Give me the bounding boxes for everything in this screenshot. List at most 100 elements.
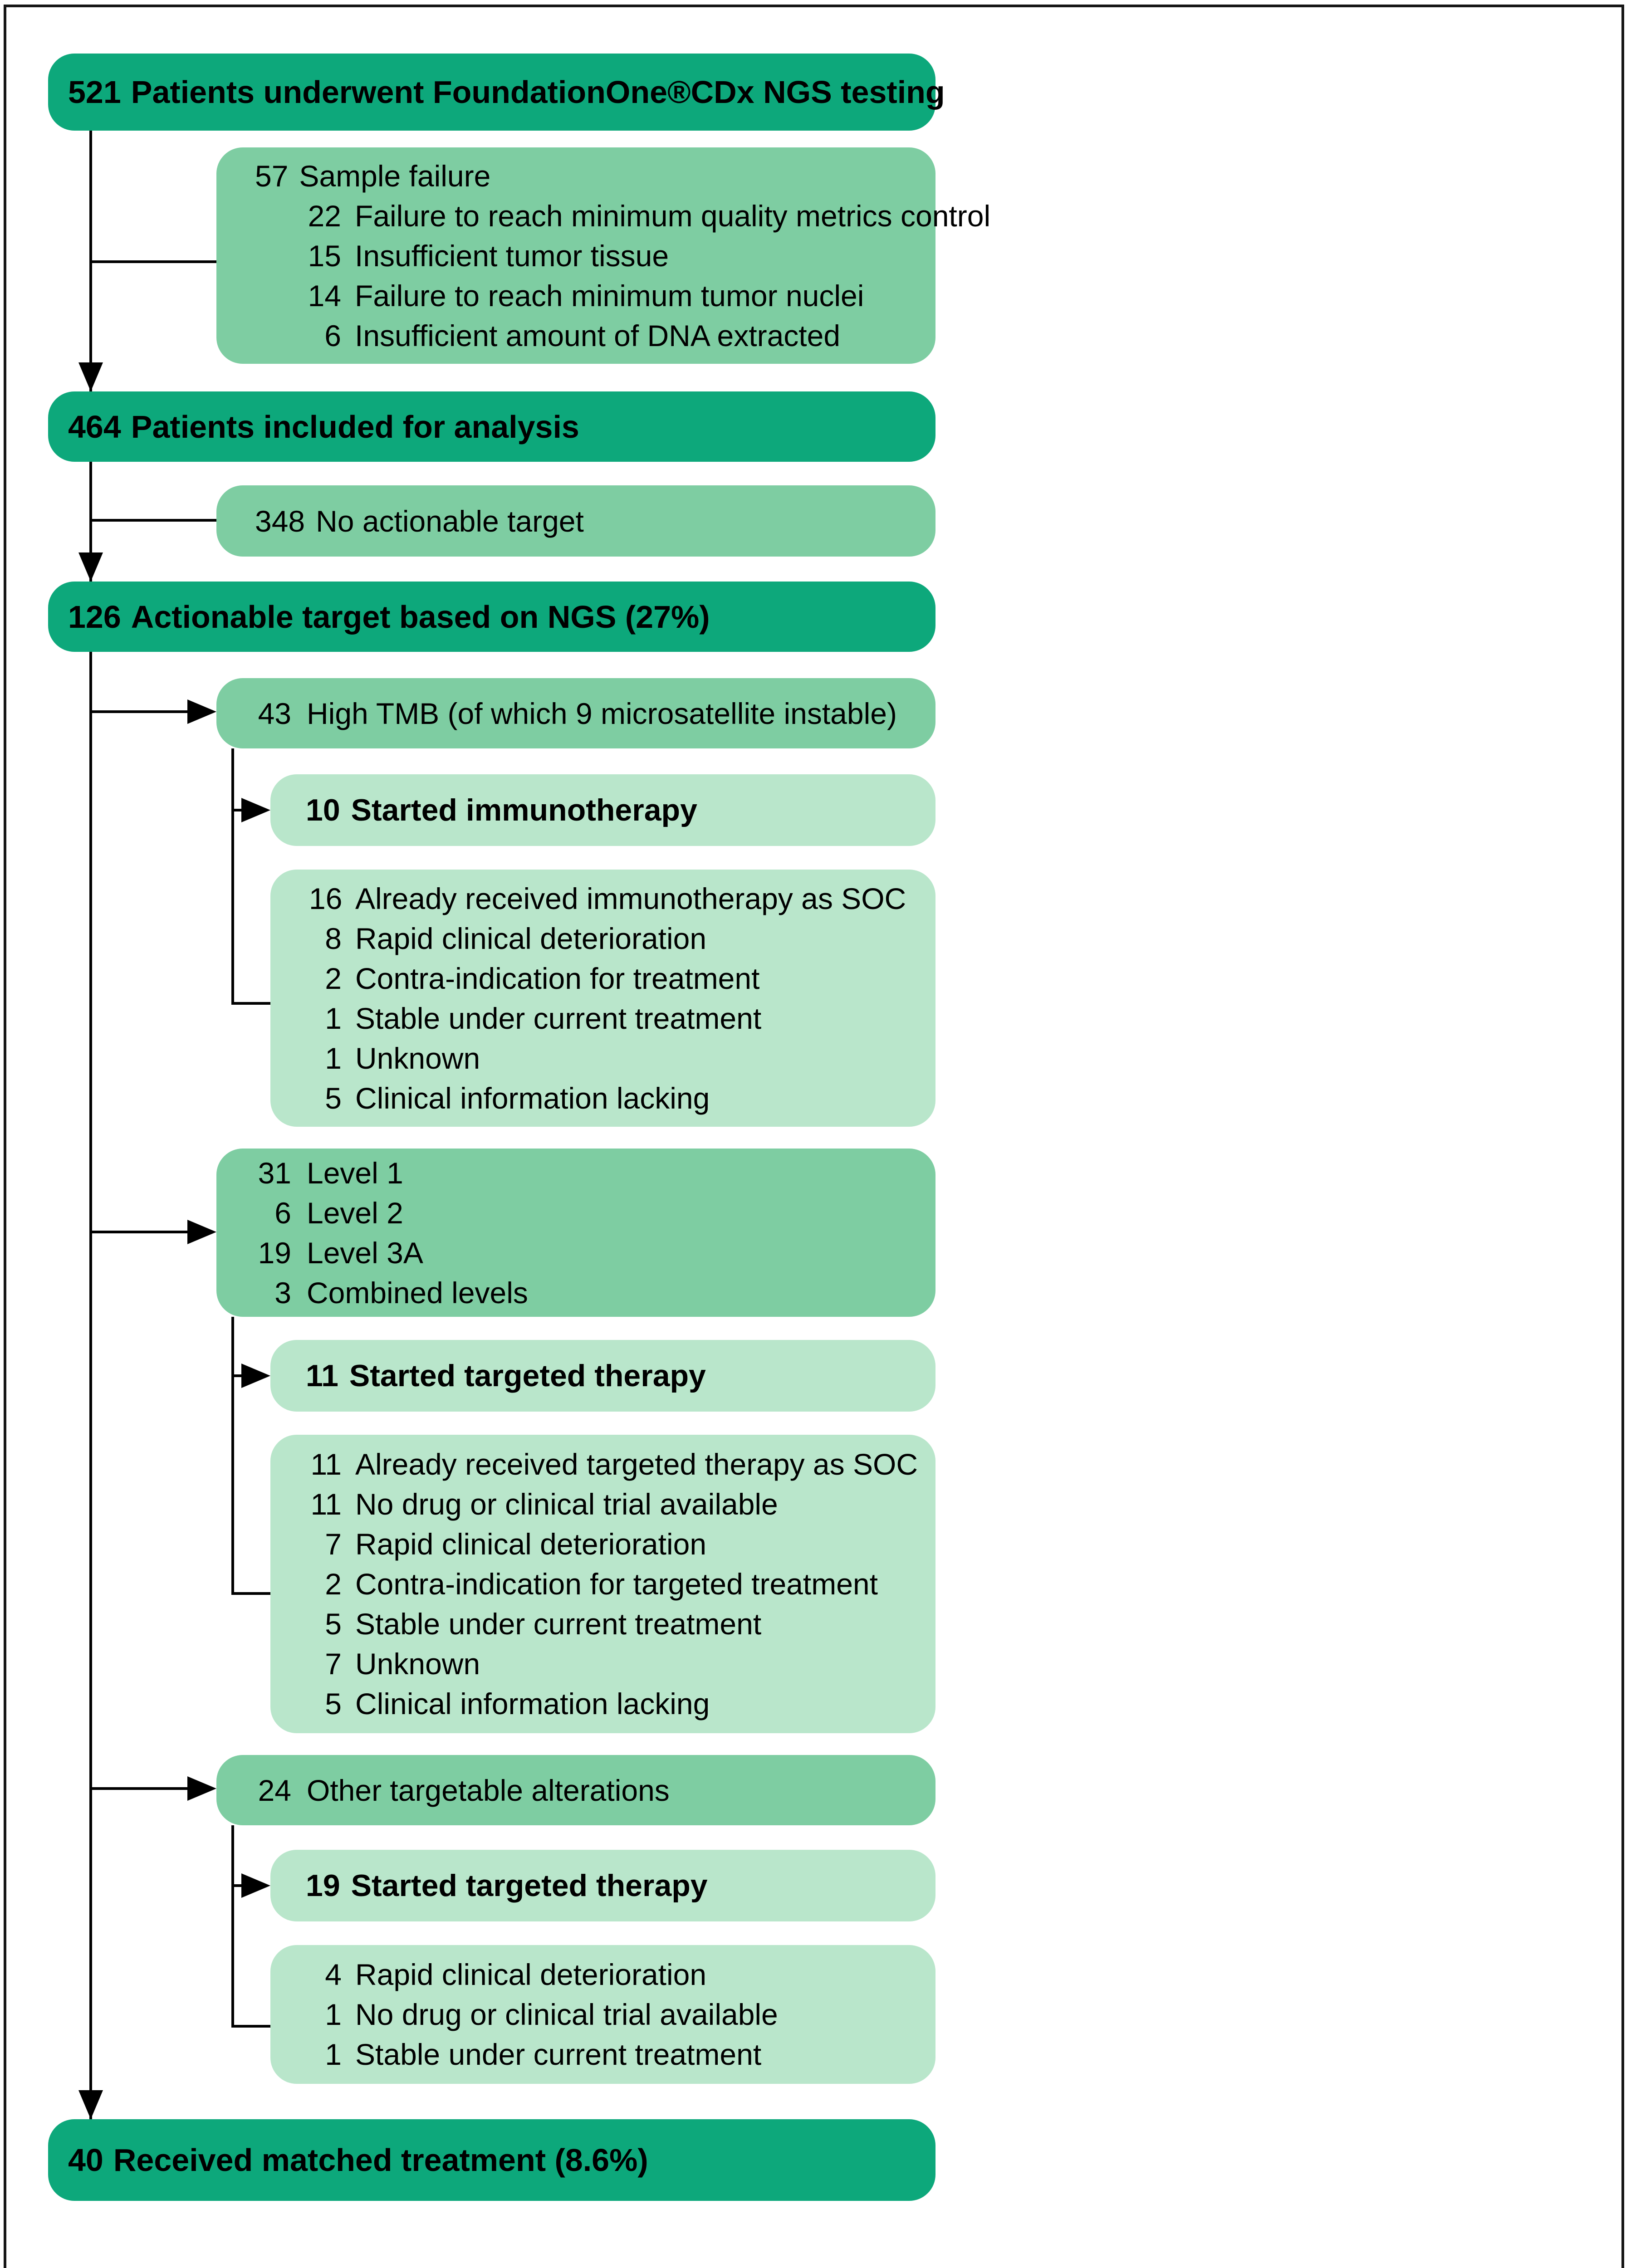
arrow-right-icon <box>241 1364 270 1388</box>
count: 43 <box>258 696 291 730</box>
count: 24 <box>258 1773 291 1807</box>
label: No actionable target <box>316 504 584 538</box>
node-row: 1 Stable under current treatment <box>309 2034 935 2074</box>
count: 8 <box>325 921 342 955</box>
count: 4 <box>325 1958 342 1991</box>
node-row: 14 Failure to reach minimum tumor nuclei <box>255 276 935 316</box>
count: 1 <box>325 1998 342 2031</box>
count: 19 <box>258 1236 291 1270</box>
count: 6 <box>274 1196 291 1230</box>
connector-other-alterations <box>91 1787 189 1790</box>
label: Level 1 <box>307 1156 403 1190</box>
count: 22 <box>308 199 341 233</box>
label: Failure to reach minimum tumor nuclei <box>355 279 864 313</box>
connector-high-tmb <box>91 710 189 713</box>
count: 10 <box>306 793 340 827</box>
node-24-other-targetable-alterations: 24 Other targetable alterations <box>216 1755 935 1825</box>
arrow-right-icon <box>187 1776 216 1801</box>
label: Insufficient tumor tissue <box>355 239 669 273</box>
count: 11 <box>306 1359 338 1393</box>
label: Received matched treatment (8.6%) <box>113 2142 648 2178</box>
count: 5 <box>325 1081 342 1115</box>
node-row: 11 Already received targeted therapy as S… <box>309 1444 935 1484</box>
label: Level 2 <box>307 1196 403 1230</box>
connector-immuno-reasons <box>233 1002 270 1005</box>
count: 14 <box>308 279 341 313</box>
label: Already received targeted therapy as SOC <box>355 1447 918 1481</box>
label: Sample failure <box>299 159 491 193</box>
label: Other targetable alterations <box>307 1773 670 1807</box>
count: 11 <box>310 1447 342 1481</box>
label: Clinical information lacking <box>355 1081 710 1115</box>
connector-no-target <box>91 519 216 522</box>
count: 16 <box>309 881 343 915</box>
connector-other-reasons <box>233 2025 270 2028</box>
label: Level 3A <box>307 1236 423 1270</box>
connector-started-immuno <box>233 809 244 811</box>
label: Started targeted therapy <box>351 1868 708 1903</box>
count: 1 <box>325 2038 342 2071</box>
node-row: 5 Clinical information lacking <box>309 1684 935 1724</box>
connector-started-targeted-1 <box>233 1374 244 1377</box>
label: Rapid clinical deterioration <box>355 921 707 955</box>
label: Unknown <box>355 1647 480 1681</box>
label: Failure to reach minimum quality metrics… <box>355 199 991 233</box>
node-row: 6 Level 2 <box>255 1193 935 1233</box>
arrow-down-icon <box>78 552 103 582</box>
connector-main-spine <box>89 131 92 2119</box>
count: 348 <box>255 504 305 538</box>
count: 2 <box>325 961 342 995</box>
node-row: 16 Already received immunotherapy as SOC <box>309 879 935 919</box>
node-row: 10 Started immunotherapy <box>306 789 935 831</box>
node-other-not-started-reasons: 4 Rapid clinical deterioration 1 No drug o… <box>270 1945 935 2084</box>
arrow-down-icon <box>78 362 103 391</box>
count: 521 <box>68 74 121 110</box>
label: Unknown <box>355 1041 480 1075</box>
node-row: 2 Contra-indication for treatment <box>309 958 935 998</box>
figure-border <box>4 5 1624 2268</box>
node-targeted-not-started-reasons: 11 Already received targeted therapy as S… <box>270 1435 935 1733</box>
label: Rapid clinical deterioration <box>355 1527 707 1561</box>
connector-levels <box>91 1231 189 1233</box>
connector-tmb-spine <box>231 748 234 1005</box>
count: 11 <box>310 1487 342 1521</box>
count: 1 <box>325 1001 342 1035</box>
arrow-right-icon <box>241 1873 270 1898</box>
count: 5 <box>325 1607 342 1641</box>
label: Contra-indication for treatment <box>355 961 760 995</box>
node-row: 19 Level 3A <box>255 1233 935 1273</box>
node-348-no-actionable-target: 348 No actionable target <box>216 485 935 557</box>
label: No drug or clinical trial available <box>355 1998 778 2031</box>
label: No drug or clinical trial available <box>355 1487 778 1521</box>
label: Clinical information lacking <box>355 1687 710 1721</box>
node-10-started-immunotherapy: 10 Started immunotherapy <box>270 774 935 846</box>
label: Stable under current treatment <box>355 2038 762 2071</box>
label: Already received immunotherapy as SOC <box>355 881 906 915</box>
count: 5 <box>325 1687 342 1721</box>
count: 6 <box>324 318 341 352</box>
label: Rapid clinical deterioration <box>355 1958 707 1991</box>
node-row: 24 Other targetable alterations <box>255 1770 935 1810</box>
connector-levels-spine <box>231 1317 234 1595</box>
label: Started immunotherapy <box>351 793 697 827</box>
